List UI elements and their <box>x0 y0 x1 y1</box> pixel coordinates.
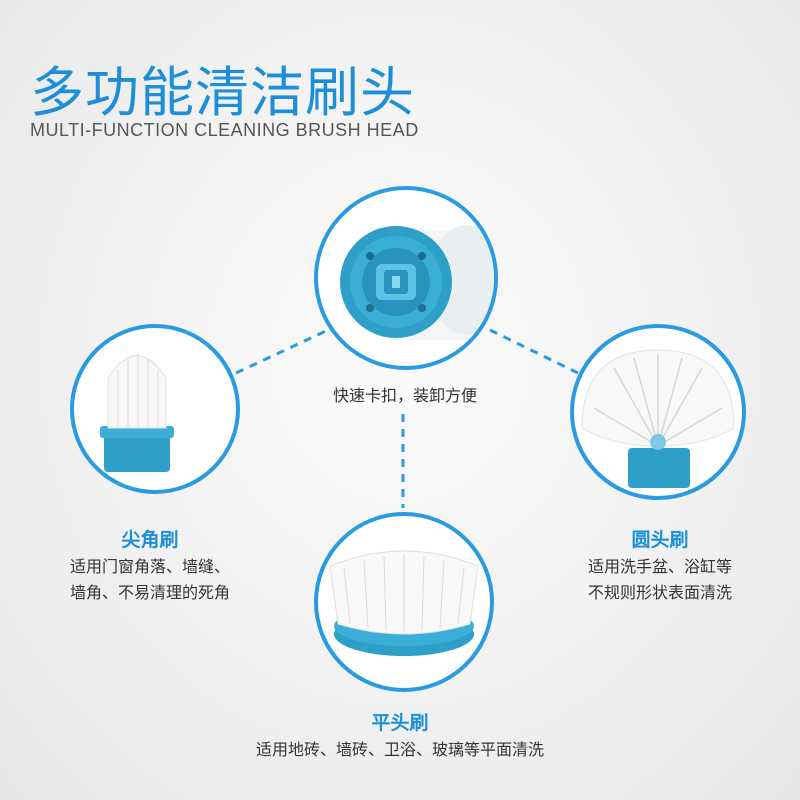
round-brush-desc: 适用洗手盆、浴缸等 不规则形状表面清洗 <box>540 554 780 606</box>
page-subtitle: MULTI-FUNCTION CLEANING BRUSH HEAD <box>30 120 419 140</box>
round-brush-circle <box>570 324 746 500</box>
pointed-brush-desc-line1: 适用门窗角落、墙缝、 <box>69 557 230 576</box>
page-title: 多功能清洁刷头 <box>30 61 415 124</box>
pointed-brush-name: 尖角刷 <box>121 529 179 551</box>
pointed-brush-illustration <box>100 354 174 472</box>
flat-brush-desc-line1: 适用地砖、墙砖、卫浴、玻璃等平面清洗 <box>255 740 544 759</box>
quick-release-illustration <box>340 225 494 340</box>
round-brush-desc-line2: 不规则形状表面清洗 <box>587 583 732 602</box>
pointed-brush-circle <box>70 324 240 494</box>
connector-head-circle <box>314 186 498 370</box>
connector-left <box>235 328 329 375</box>
flat-brush-illustration <box>329 550 479 656</box>
flat-brush-name: 平头刷 <box>371 712 429 734</box>
flat-brush-desc: 适用地砖、墙砖、卫浴、玻璃等平面清洗 <box>180 737 620 763</box>
round-brush-name: 圆头刷 <box>631 529 689 551</box>
pointed-brush-desc-line2: 墙角、不易清理的死角 <box>69 583 230 602</box>
connector-right <box>489 328 579 375</box>
connector-caption: 快速卡扣，装卸方便 <box>332 386 477 405</box>
round-brush-desc-line1: 适用洗手盆、浴缸等 <box>587 557 732 576</box>
pointed-brush-desc: 适用门窗角落、墙缝、 墙角、不易清理的死角 <box>20 554 280 606</box>
round-brush-illustration <box>581 349 735 488</box>
flat-brush-circle <box>314 512 494 692</box>
